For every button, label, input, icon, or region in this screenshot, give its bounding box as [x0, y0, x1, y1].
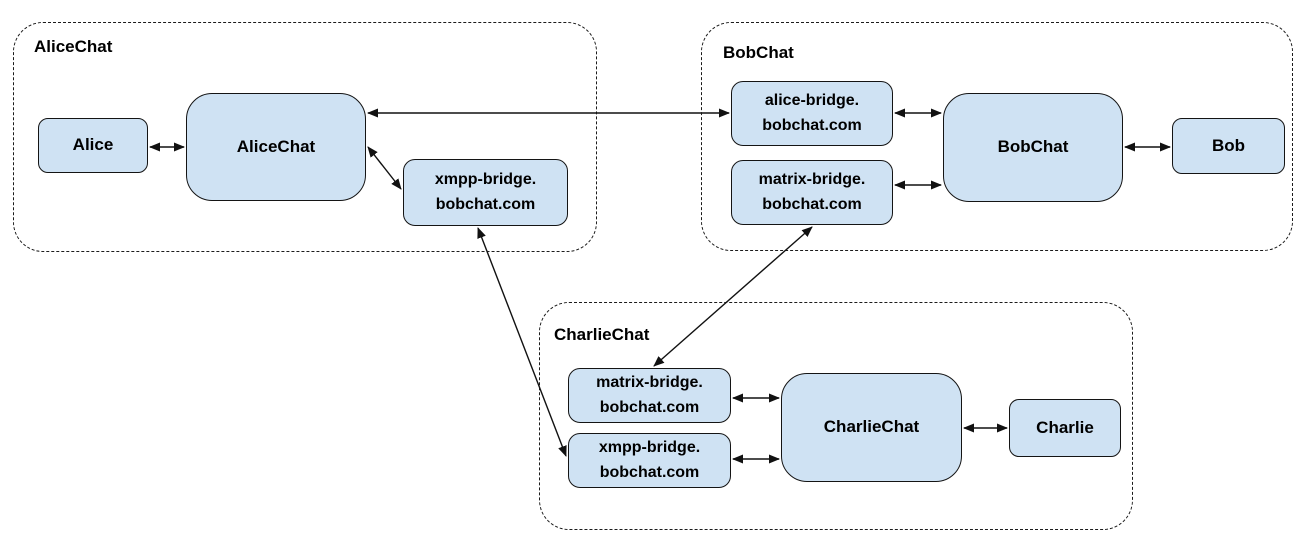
bobchat-group-label: BobChat: [723, 43, 794, 62]
node-charlie-xmpp-bridge: xmpp-bridge. bobchat.com: [568, 433, 731, 488]
node-bob-alice-bridge: alice-bridge. bobchat.com: [731, 81, 893, 146]
node-alice: Alice: [38, 118, 148, 173]
bobchat-group-container: BobChat: [701, 22, 1293, 251]
node-charlie: Charlie: [1009, 399, 1121, 457]
alicechat-group-label: AliceChat: [34, 37, 113, 56]
alicechat-group-container: AliceChat: [13, 22, 597, 252]
node-charliechat-server: CharlieChat: [781, 373, 962, 482]
node-bob: Bob: [1172, 118, 1285, 174]
node-charlie-matrix-bridge: matrix-bridge. bobchat.com: [568, 368, 731, 423]
node-bobchat-server: BobChat: [943, 93, 1123, 202]
node-alicechat-server: AliceChat: [186, 93, 366, 201]
node-bob-matrix-bridge: matrix-bridge. bobchat.com: [731, 160, 893, 225]
node-alice-xmpp-bridge: xmpp-bridge. bobchat.com: [403, 159, 568, 226]
charliechat-group-label: CharlieChat: [554, 325, 650, 344]
